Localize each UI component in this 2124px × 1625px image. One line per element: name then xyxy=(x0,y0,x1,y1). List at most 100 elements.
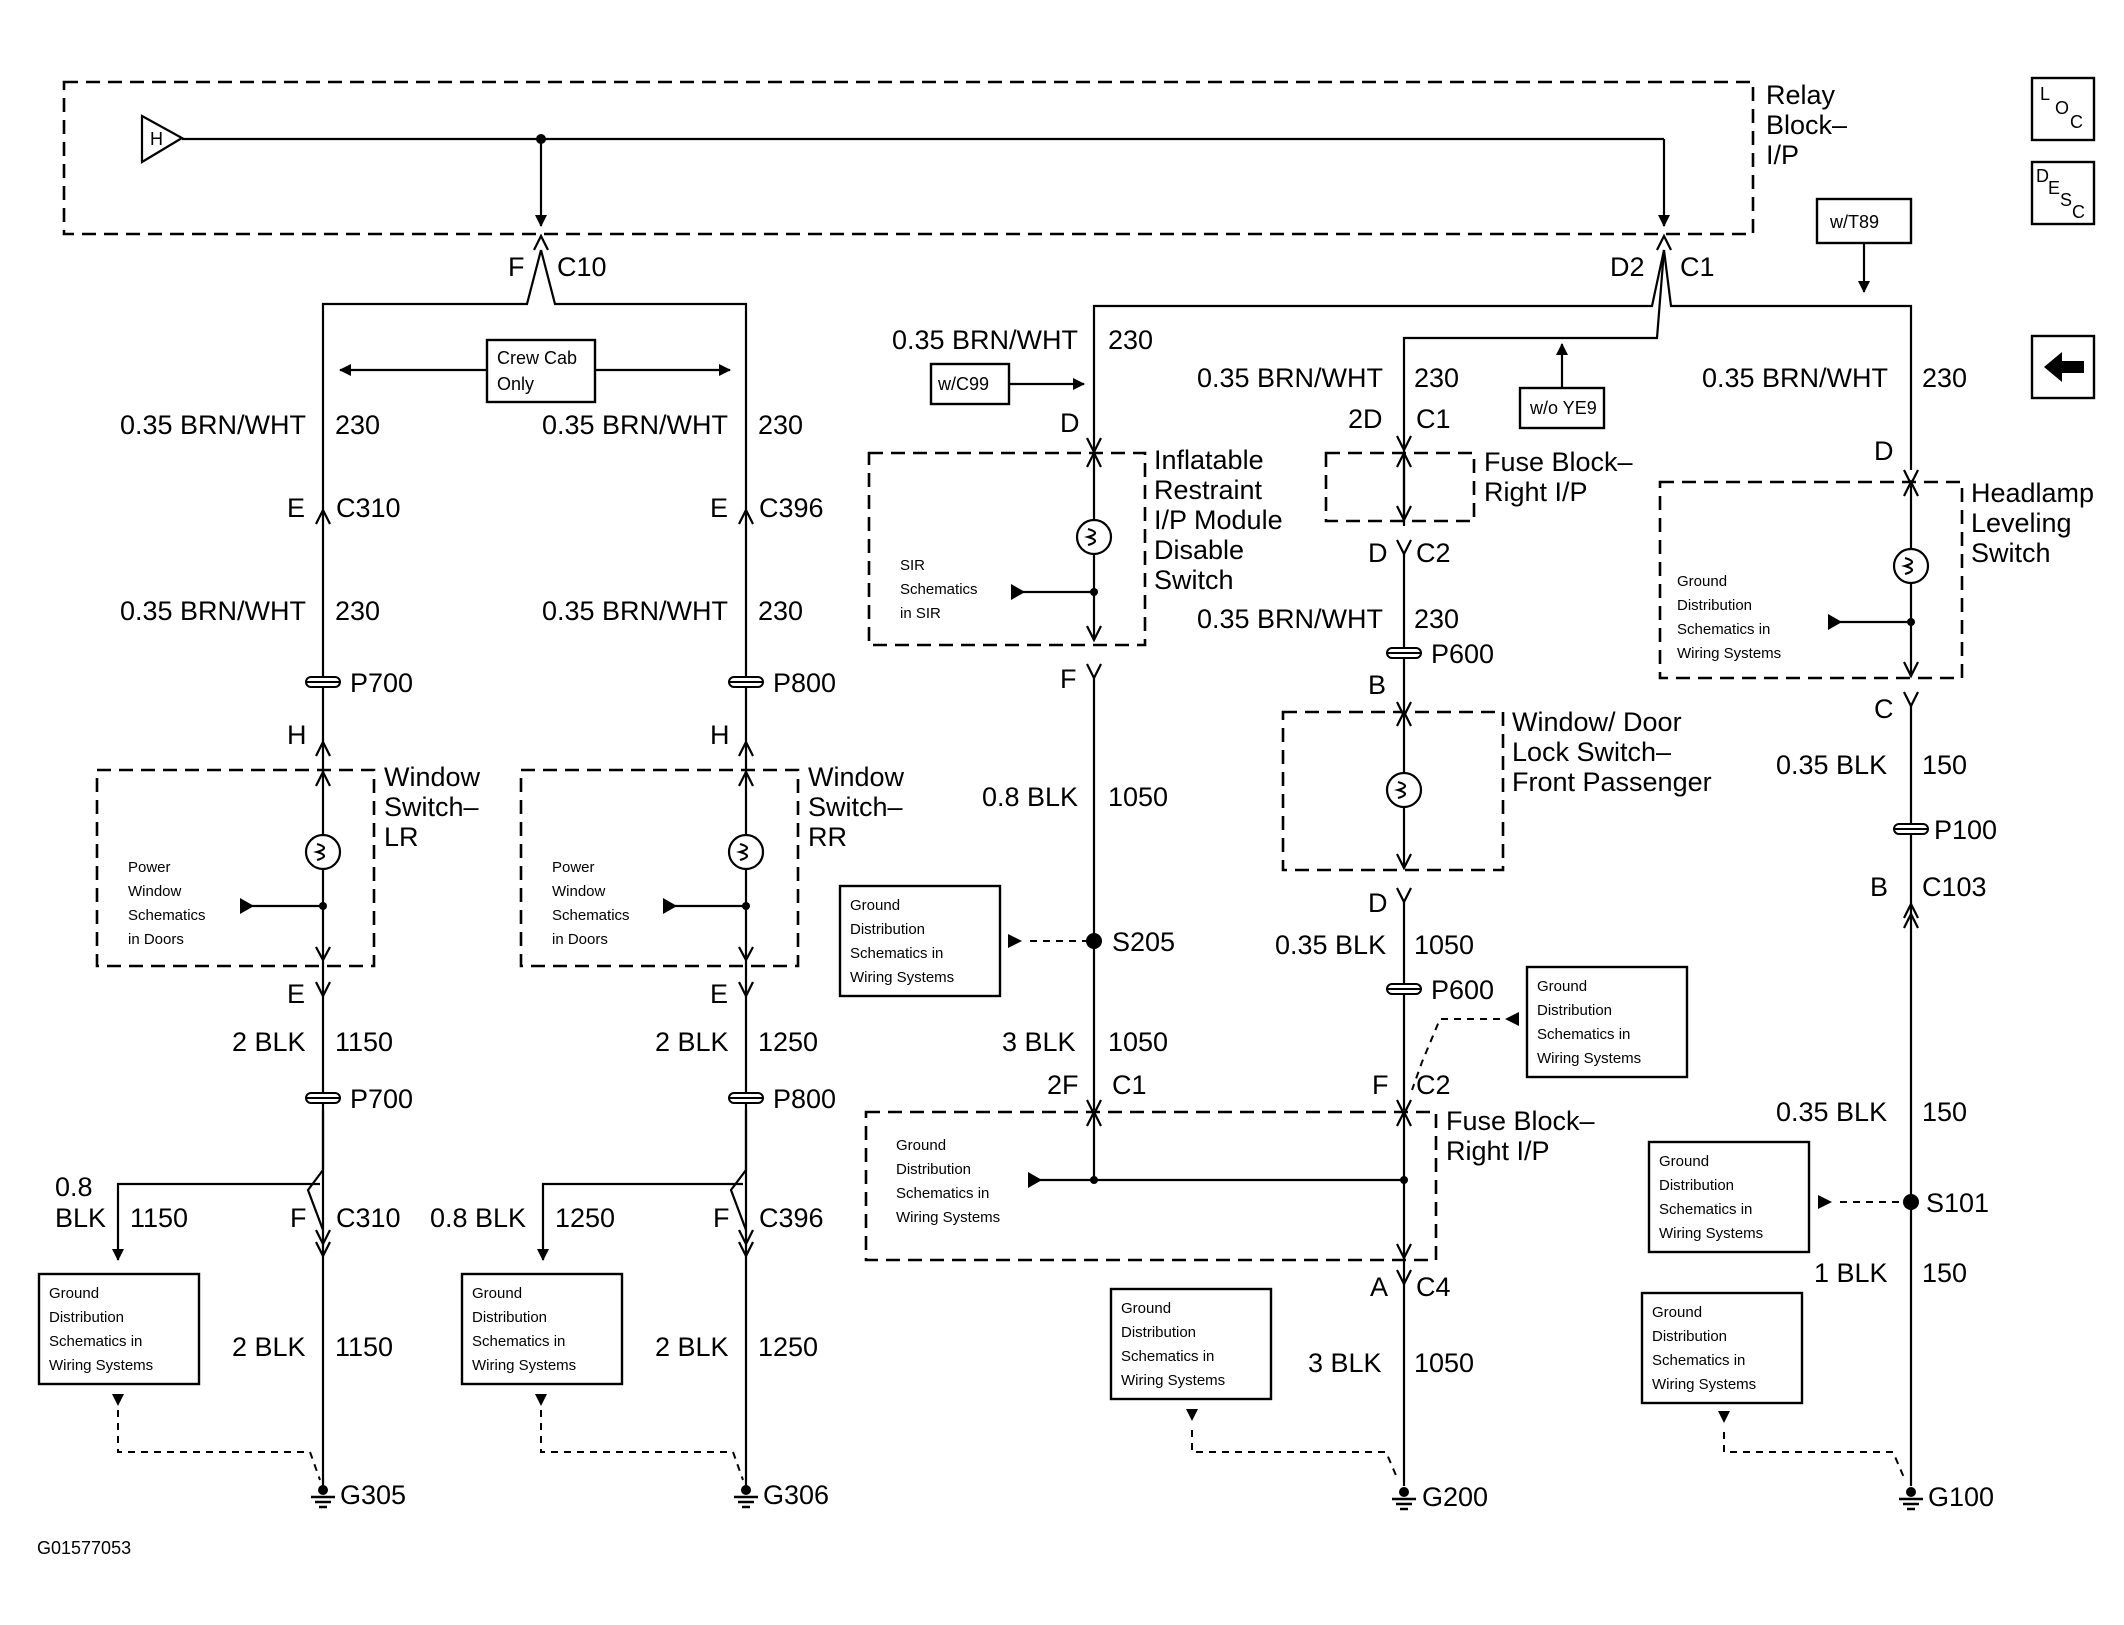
loc-letter-3: C xyxy=(2070,112,2083,132)
sir-ref-line-3: in SIR xyxy=(900,605,941,622)
crew-cab-line-1: Crew Cab xyxy=(497,348,577,368)
sir-sref-line-1: Ground xyxy=(850,897,900,914)
fuse-ground-symbol xyxy=(1392,1487,1416,1511)
lr-gref-line-2: Distribution xyxy=(49,1309,124,1326)
rr-ref-line-2: Window xyxy=(552,883,606,900)
hl-ground-ref: Ground Distribution Schematics in Wiring… xyxy=(1640,1291,1906,1481)
fuse-block2-line-2: Right I/P xyxy=(1446,1136,1550,1166)
fuse-iref-line-1: Ground xyxy=(896,1137,946,1154)
wire-c1-headlamp xyxy=(1662,249,1913,470)
fuse-pin-2d: 2D xyxy=(1348,404,1383,434)
lr-wire-230-b: 0.35 BRN/WHT xyxy=(120,596,306,626)
hl-pin-d: D xyxy=(1874,436,1894,466)
fuse-wire-035blk: 0.35 BLK xyxy=(1275,930,1386,960)
fuse-switch-outline xyxy=(1281,710,1505,872)
rr-p800-a: P800 xyxy=(773,668,836,698)
hl-pin-b: B xyxy=(1870,872,1888,902)
sir-wire-3blk: 3 BLK xyxy=(1002,1027,1076,1057)
hl-splice-s101: S101 xyxy=(1926,1188,1989,1218)
hl-switch-line-3: Switch xyxy=(1971,538,2051,568)
hl-splice-ref: Ground Distribution Schematics in Wiring… xyxy=(1647,1140,1902,1254)
fuse-conn-c2: C2 xyxy=(1416,538,1451,568)
rr-switch-line-3: RR xyxy=(808,822,847,852)
rr-tap-circ: 1250 xyxy=(555,1203,615,1233)
hl-switch-line-1: Headlamp xyxy=(1971,478,2094,508)
lr-pin-e1: E xyxy=(287,493,305,523)
rr-pin-e1: E xyxy=(710,493,728,523)
lr-switch-line-2: Switch– xyxy=(384,792,479,822)
relay-block-label: Relay Block– I/P xyxy=(1766,80,1847,170)
rr-ref-line-1: Power xyxy=(552,859,595,876)
hl-sref-line-3: Schematics in xyxy=(1659,1201,1752,1218)
wire-c10-left xyxy=(321,249,543,1488)
fuse-ground-ref: Ground Distribution Schematics in Wiring… xyxy=(1109,1287,1399,1481)
hl-gref-line-1: Ground xyxy=(1652,1304,1702,1321)
sir-circ-230: 230 xyxy=(1108,325,1153,355)
sir-conn-c1: C1 xyxy=(1112,1070,1147,1100)
sir-ref-line-2: Schematics xyxy=(900,581,978,598)
fuse-wire-230-a: 0.35 BRN/WHT xyxy=(1197,363,1383,393)
rr-circ-1250-a: 1250 xyxy=(758,1027,818,1057)
rr-ref-line-3: Schematics xyxy=(552,907,630,924)
relay-conn-c10: C10 xyxy=(557,252,607,282)
fuse-sref-line-4: Wiring Systems xyxy=(1537,1050,1641,1067)
branch-lr: 0.35 BRN/WHT 230 E C310 0.35 BRN/WHT 230… xyxy=(37,410,481,1510)
back-button[interactable] xyxy=(2030,334,2096,400)
hl-sref-line-1: Ground xyxy=(1659,1153,1709,1170)
rr-gref-line-4: Wiring Systems xyxy=(472,1357,576,1374)
loc-letter-2: O xyxy=(2055,98,2069,118)
rr-gref-line-1: Ground xyxy=(472,1285,522,1302)
wire-c10-right xyxy=(539,249,748,1488)
rr-tap-wire: 0.8 BLK xyxy=(430,1203,526,1233)
fuse-block-line-2: Right I/P xyxy=(1484,477,1588,507)
rr-inline-p800-b xyxy=(728,1092,764,1104)
woye9-option: w/o YE9 xyxy=(1518,343,1606,430)
sir-sref-line-4: Wiring Systems xyxy=(850,969,954,986)
fuse-pin-d: D xyxy=(1368,538,1388,568)
fuse-conn-c2b: C2 xyxy=(1416,1070,1451,1100)
fuse-circ-1050-b: 1050 xyxy=(1414,1348,1474,1378)
hl-p100: P100 xyxy=(1934,815,1997,845)
lr-gref-line-4: Wiring Systems xyxy=(49,1357,153,1374)
sir-sref-line-2: Distribution xyxy=(850,921,925,938)
hl-wire-035blk-a: 0.35 BLK xyxy=(1776,750,1887,780)
lr-conn-c310-b: C310 xyxy=(336,1203,401,1233)
fuse-gref-line-1: Ground xyxy=(1121,1300,1171,1317)
fuse-pin-f: F xyxy=(1372,1070,1389,1100)
hl-ground-symbol xyxy=(1899,1487,1923,1511)
fuse-sref-line-1: Ground xyxy=(1537,978,1587,995)
fuse-sref-line-3: Schematics in xyxy=(1537,1026,1630,1043)
figure-id: G01577053 xyxy=(37,1538,131,1558)
rr-circ-1250-b: 1250 xyxy=(758,1332,818,1362)
lr-switch-symbol xyxy=(304,833,342,871)
lr-switch-outline xyxy=(95,768,376,968)
fuse-inline-p600-a xyxy=(1386,647,1422,659)
lr-tap-circ: 1150 xyxy=(130,1203,188,1233)
lr-tap-wire-line-2: BLK xyxy=(55,1203,106,1233)
desc-letter-2: E xyxy=(2048,178,2060,198)
lr-ref-line-4: in Doors xyxy=(128,931,184,948)
loc-button[interactable]: L O C xyxy=(2030,76,2096,142)
sir-pin-2f: 2F xyxy=(1047,1070,1079,1100)
c10-terminal xyxy=(533,233,549,251)
fuse-gref-line-2: Distribution xyxy=(1121,1324,1196,1341)
lr-ref-line-1: Power xyxy=(128,859,171,876)
sir-splice-s205: S205 xyxy=(1112,927,1175,957)
hl-wire-1blk: 1 BLK xyxy=(1814,1258,1888,1288)
sir-wire-08blk: 0.8 BLK xyxy=(982,782,1078,812)
feed-symbol-letter: H xyxy=(150,129,163,149)
relay-conn-c1: C1 xyxy=(1680,252,1715,282)
lr-ref-line-2: Window xyxy=(128,883,182,900)
rr-switch-outline xyxy=(519,768,800,968)
sir-ref-line-1: SIR xyxy=(900,557,925,574)
rr-ground-symbol xyxy=(734,1485,758,1509)
hl-conn-c103: C103 xyxy=(1922,872,1987,902)
lr-ground-symbol xyxy=(311,1485,335,1509)
lr-p700-b: P700 xyxy=(350,1084,413,1114)
desc-button[interactable]: D E S C xyxy=(2030,160,2096,226)
lr-ground-g305: G305 xyxy=(340,1480,406,1510)
relay-block-line-3: I/P xyxy=(1766,140,1799,170)
hl-ground-g100: G100 xyxy=(1928,1482,1994,1512)
sir-circ-1050-b: 1050 xyxy=(1108,1027,1168,1057)
lr-switch-line-3: LR xyxy=(384,822,419,852)
